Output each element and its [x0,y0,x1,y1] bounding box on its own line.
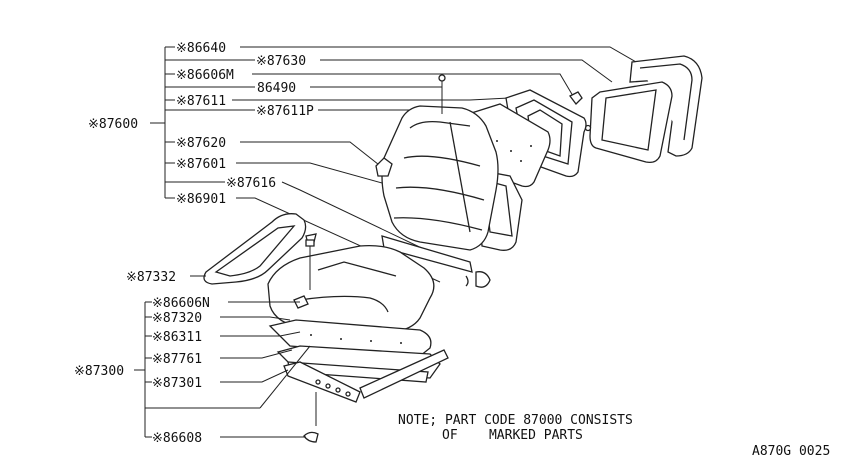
part-label-87616: ※87616 [226,176,276,191]
seat-cushion [267,239,435,333]
assembly-label-87600: ※87600 [88,117,138,132]
assembly-label-87300: ※87300 [74,364,124,379]
part-label-86901: ※86901 [176,192,226,207]
lower-bracket [134,301,260,438]
note-line-1: NOTE; PART CODE 87000 CONSISTS [398,413,633,428]
note-line-2: OF MARKED PARTS [442,428,583,443]
part-label-87611: ※87611 [176,94,226,109]
seat-back [375,74,499,288]
side-cushion [203,213,317,285]
upper-bracket [150,46,255,199]
lower-leaders [220,301,311,438]
part-label-86490: 86490 [257,81,296,96]
part-label-87611p: ※87611P [256,104,314,119]
part-label-86606n: ※86606N [152,296,210,311]
part-label-87332: ※87332 [126,270,176,285]
part-label-87620: ※87620 [176,136,226,151]
part-label-86606m: ※86606M [176,68,234,83]
part-label-87301: ※87301 [152,376,202,391]
part-label-87761: ※87761 [152,352,202,367]
part-label-86640: ※86640 [176,41,226,56]
diagram-code: A870G 0025 [752,444,830,459]
part-label-87630: ※87630 [256,54,306,69]
part-label-87320: ※87320 [152,311,202,326]
part-label-87601: ※87601 [176,157,226,172]
hook-part [303,431,319,443]
part-label-86608: ※86608 [152,431,202,446]
part-label-86311: ※86311 [152,330,202,345]
clip-part [569,91,583,105]
back-board-panel [584,81,673,164]
